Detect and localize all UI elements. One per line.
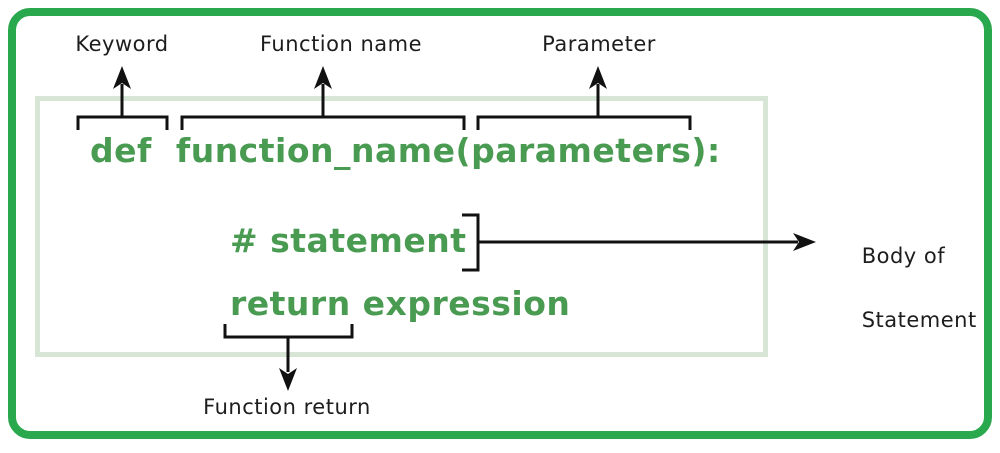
outer-green-frame — [8, 8, 992, 439]
label-function-name: Function name — [259, 32, 423, 56]
code-line-return: return expression — [230, 284, 571, 323]
label-body-line1: Body of — [861, 244, 946, 268]
label-parameter: Parameter — [542, 32, 656, 56]
label-body-line2: Statement — [861, 308, 977, 332]
label-body-of-statement: Body of Statement — [833, 208, 977, 368]
label-function-return: Function return — [203, 395, 371, 419]
code-line-def: def function_name(parameters): — [90, 131, 721, 170]
label-keyword: Keyword — [75, 32, 169, 56]
code-block-box — [35, 96, 768, 357]
code-line-statement: # statement — [230, 221, 467, 260]
